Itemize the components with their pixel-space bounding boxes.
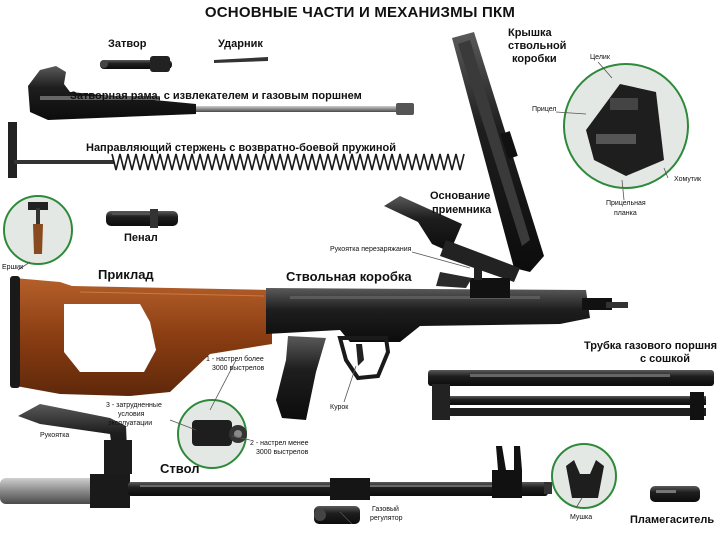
label-case: Пенал <box>124 232 158 244</box>
label-bolt: Затвор <box>108 38 147 50</box>
label-sight-leaf-2: планка <box>614 210 637 217</box>
leader-lines <box>17 61 669 525</box>
label-cover-1: Крышка <box>508 27 552 39</box>
label-stock: Приклад <box>98 267 154 282</box>
label-feed-tray-1: Основание <box>430 190 491 202</box>
label-wear-1b: 3000 выстрелов <box>212 365 265 372</box>
label-flash-hider: Пламегаситель <box>630 514 715 526</box>
flash-hider-part <box>650 486 700 502</box>
label-wear-3b: условия <box>118 411 145 418</box>
label-guide-rod: Направляющий стержень с возвратно-боевой… <box>86 142 397 154</box>
stock-part <box>10 276 272 396</box>
label-regulator-1: Газовый <box>372 506 399 513</box>
gas-regulator-part <box>314 506 360 524</box>
cleaning-brush-detail-circle <box>3 195 73 265</box>
bolt-carrier-part <box>28 66 414 120</box>
label-wear-2a: 2 - настрел менее <box>250 440 309 447</box>
feed-tray-part <box>384 196 520 282</box>
label-sight-leaf-1: Прицельная <box>606 200 646 207</box>
gas-tube-bipod-part <box>428 370 714 420</box>
label-rear-notch: Целик <box>590 54 610 61</box>
carry-handle-part <box>18 404 132 476</box>
label-slider: Хомутик <box>674 176 702 183</box>
label-wear-3a: 3 - затрудненные <box>106 402 162 409</box>
label-bolt-carrier: Затворная рама, с извлекателем и газовым… <box>70 90 362 102</box>
label-gas-tube-2: с сошкой <box>640 353 691 365</box>
receiver-part <box>266 268 628 342</box>
trigger-part <box>356 344 364 366</box>
label-brush: Ершик <box>2 264 24 271</box>
label-wear-3c: эксплуатации <box>108 420 153 427</box>
pistol-grip-part <box>276 336 391 420</box>
label-feed-tray-2: приемника <box>432 204 492 216</box>
diagram-title: ОСНОВНЫЕ ЧАСТИ И МЕХАНИЗМЫ ПКМ <box>204 4 516 21</box>
guide-rod-spring-part <box>8 122 465 178</box>
label-sight: Прицел <box>532 106 557 113</box>
label-handle: Рукоятка <box>40 432 70 439</box>
bolt-part <box>100 56 172 72</box>
barrel-part <box>0 446 552 508</box>
label-wear-1a: 1 - настрел более <box>206 356 264 363</box>
regulator-detail-circle <box>177 399 247 469</box>
label-cover-3: коробки <box>512 53 557 65</box>
case-part <box>106 209 178 228</box>
label-wear-2b: 3000 выстрелов <box>256 449 309 456</box>
label-regulator-2: регулятор <box>370 515 403 522</box>
label-charging-handle: Рукоятка перезаряжания <box>330 246 412 253</box>
rear-sight-detail-circle <box>563 63 689 189</box>
label-cover-2: ствольной <box>508 40 567 52</box>
front-sight-detail-circle <box>551 443 617 509</box>
label-receiver: Ствольная коробка <box>286 269 412 284</box>
label-gas-tube-1: Трубка газового поршня <box>584 340 718 352</box>
label-firing-pin: Ударник <box>218 38 263 50</box>
firing-pin-part <box>214 57 268 63</box>
label-front-sight: Мушка <box>570 514 593 521</box>
label-barrel: Ствол <box>160 461 200 476</box>
label-hammer: Курок <box>330 404 349 411</box>
receiver-cover-part <box>452 32 544 272</box>
